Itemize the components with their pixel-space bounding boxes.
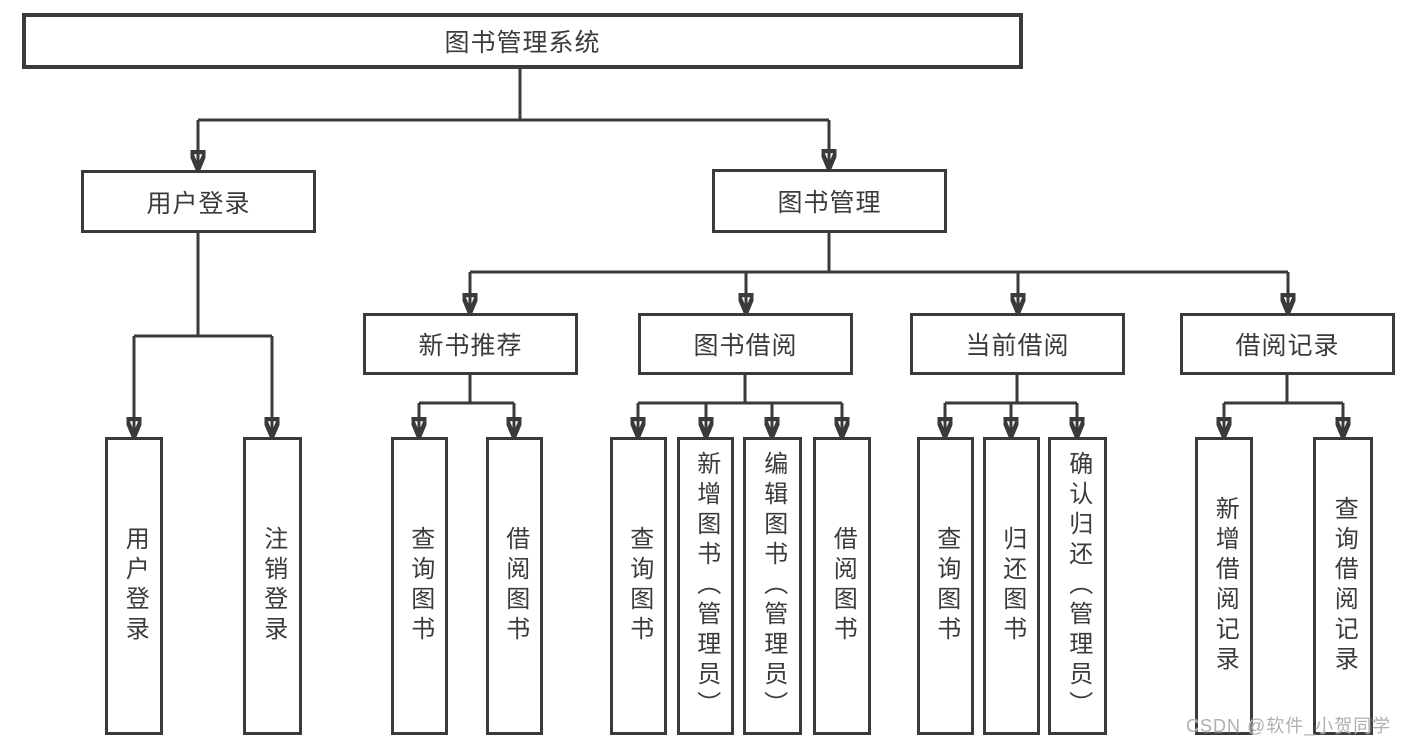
leaf-return-books: 归还图书 (983, 437, 1040, 735)
edge-newbooks-bus (419, 375, 514, 405)
node-current-borrow: 当前借阅 (910, 313, 1125, 375)
node-book-management: 图书管理 (712, 169, 947, 233)
edge-login-bus (134, 233, 272, 338)
leaf-query-books-borrow: 查询图书 (610, 437, 667, 735)
csdn-watermark: CSDN @软件_小贺同学 (1186, 716, 1392, 736)
node-user-login: 用户登录 (81, 170, 316, 233)
node-new-book-recommend: 新书推荐 (363, 313, 578, 375)
leaf-query-borrow-record: 查询借阅记录 (1313, 437, 1373, 735)
edge-root-bus (198, 68, 829, 122)
edge-management-bus (470, 233, 1288, 274)
leaf-borrow-books-recommend: 借阅图书 (486, 437, 543, 735)
leaf-user-login: 用户登录 (105, 437, 163, 735)
edge-current-bus (945, 375, 1077, 405)
edge-records-bus (1224, 375, 1343, 405)
leaf-add-books-admin: 新增图书（管理员） (677, 437, 734, 735)
leaf-logout: 注销登录 (243, 437, 302, 735)
leaf-query-books-current: 查询图书 (917, 437, 974, 735)
leaf-query-books-recommend: 查询图书 (391, 437, 448, 735)
leaf-edit-books-admin: 编辑图书（管理员） (743, 437, 802, 735)
leaf-add-borrow-record: 新增借阅记录 (1195, 437, 1253, 735)
node-borrow-records: 借阅记录 (1180, 313, 1395, 375)
leaf-borrow-books: 借阅图书 (813, 437, 871, 735)
node-library-system: 图书管理系统 (22, 13, 1023, 69)
edge-borrow-bus (638, 375, 842, 405)
node-book-borrow: 图书借阅 (638, 313, 853, 375)
leaf-confirm-return-admin: 确认归还（管理员） (1048, 437, 1107, 735)
